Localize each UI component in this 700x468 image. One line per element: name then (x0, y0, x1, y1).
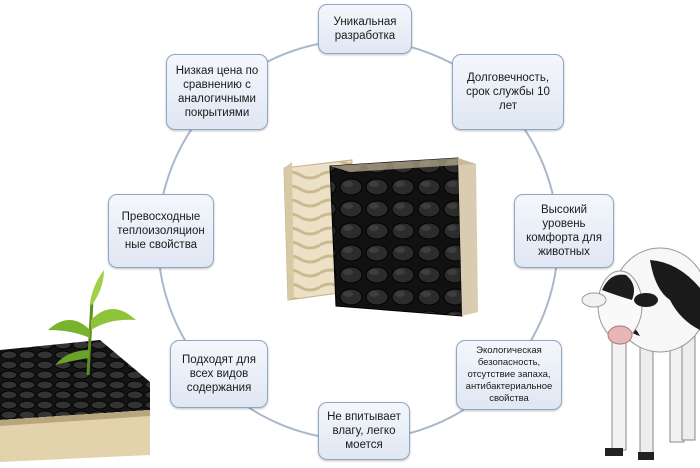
node-ecology: Экологическая безопасность, отсутствие з… (456, 340, 562, 410)
node-moisture-text: Не впитывает влагу, легко моется (327, 411, 401, 451)
node-price: Низкая цена по сравнению с аналогичными … (166, 54, 268, 130)
node-unique-text: Уникальная разработка (333, 16, 397, 42)
node-housing: Подходят для всех видов содержания (170, 340, 268, 408)
node-moisture: Не впитывает влагу, легко моется (318, 402, 410, 460)
mat-panels-product (283, 157, 478, 317)
node-unique: Уникальная разработка (318, 4, 412, 54)
node-housing-text: Подходят для всех видов содержания (182, 354, 256, 394)
node-durability-text: Долговечность, срок службы 10 лет (466, 72, 550, 112)
node-comfort-text: Высокий уровень комфорта для животных (526, 204, 602, 258)
cow-photo (581, 247, 700, 460)
node-durability: Долговечность, срок службы 10 лет (452, 54, 564, 130)
node-ecology-text: Экологическая безопасность, отсутствие з… (465, 345, 553, 404)
node-comfort: Высокий уровень комфорта для животных (514, 194, 614, 268)
node-insulation: Превосходные теплоизоляцион ные свойства (108, 194, 214, 268)
node-insulation-text: Превосходные теплоизоляцион ные свойства (117, 211, 205, 251)
node-price-text: Низкая цена по сравнению с аналогичными … (175, 65, 259, 119)
mat-sample-with-sprout (0, 270, 150, 462)
